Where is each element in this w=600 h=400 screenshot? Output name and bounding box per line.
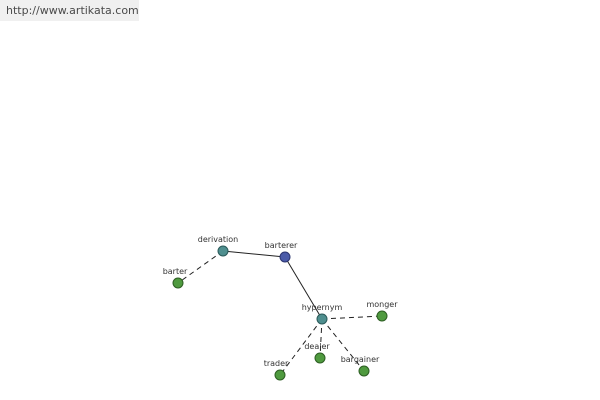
node-bargainer[interactable] <box>358 365 370 377</box>
edges-layer <box>177 250 383 376</box>
edge-barterer-derivation <box>222 250 286 258</box>
node-trader[interactable] <box>274 369 286 381</box>
edge-hypernym-trader <box>279 318 323 376</box>
node-label-dealer[interactable]: dealer <box>304 342 330 351</box>
edge-derivation-barter <box>177 250 224 284</box>
node-barterer[interactable] <box>279 251 291 263</box>
node-label-hypernym[interactable]: hypernym <box>302 303 343 312</box>
node-dealer[interactable] <box>314 352 326 364</box>
edge-hypernym-bargainer <box>321 318 365 372</box>
node-monger[interactable] <box>376 310 388 322</box>
node-label-barter[interactable]: barter <box>163 267 188 276</box>
node-label-derivation[interactable]: derivation <box>198 235 238 244</box>
node-derivation[interactable] <box>217 245 229 257</box>
node-label-barterer[interactable]: barterer <box>265 241 298 250</box>
edge-hypernym-dealer <box>319 318 323 359</box>
node-hypernym[interactable] <box>316 313 328 325</box>
nodes-layer <box>172 245 388 381</box>
node-barter[interactable] <box>172 277 184 289</box>
labels-layer: barterer derivation barter hypernym monger tr… <box>163 235 399 368</box>
node-label-trader[interactable]: trader <box>264 359 289 368</box>
node-label-bargainer[interactable]: bargainer <box>341 355 380 364</box>
url-banner-link[interactable]: http://www.artikata.com <box>0 0 139 21</box>
edge-barterer-hypernym <box>284 256 323 320</box>
node-label-monger[interactable]: monger <box>366 300 398 309</box>
edge-hypernym-monger <box>321 315 383 320</box>
